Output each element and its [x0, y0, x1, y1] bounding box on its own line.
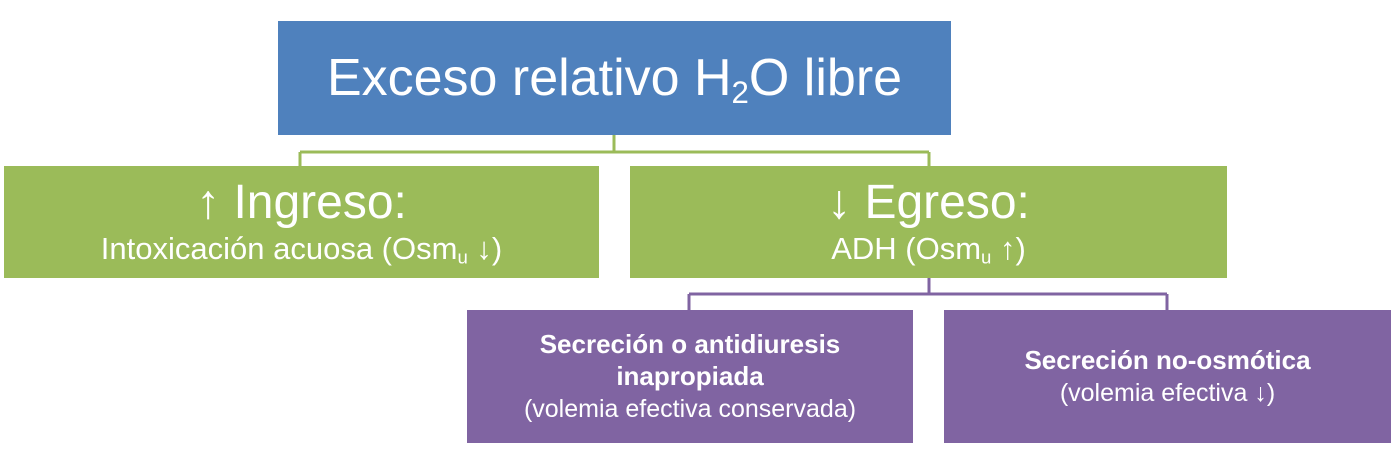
inappropriate-secretion-title-1: Secreción o antidiuresis	[539, 328, 841, 359]
inappropriate-secretion-node: Secreción o antidiuresis inapropiada (vo…	[467, 310, 913, 443]
egreso-heading: ↓ Egreso:	[827, 176, 1030, 229]
non-osmotic-secretion-title: Secreción no-osmótica	[1024, 344, 1311, 375]
inappropriate-secretion-subtitle: (volemia efectiva conservada)	[523, 394, 857, 423]
egreso-subtext: ADH (Osmu ↑)	[831, 231, 1026, 268]
non-osmotic-secretion-node: Secreción no-osmótica (volemia efectiva …	[944, 310, 1391, 443]
root-node: Exceso relativo H2O libre	[278, 21, 951, 135]
non-osmotic-secretion-subtitle: (volemia efectiva ↓)	[1059, 378, 1276, 407]
ingreso-subtext: Intoxicación acuosa (Osmu ↓)	[100, 231, 503, 268]
ingreso-heading: ↑ Ingreso:	[196, 176, 407, 229]
ingreso-node: ↑ Ingreso: Intoxicación acuosa (Osmu ↓)	[4, 166, 599, 278]
egreso-node: ↓ Egreso: ADH (Osmu ↑)	[630, 166, 1227, 278]
root-node-label: Exceso relativo H2O libre	[326, 49, 903, 110]
inappropriate-secretion-title-2: inapropiada	[616, 360, 764, 391]
